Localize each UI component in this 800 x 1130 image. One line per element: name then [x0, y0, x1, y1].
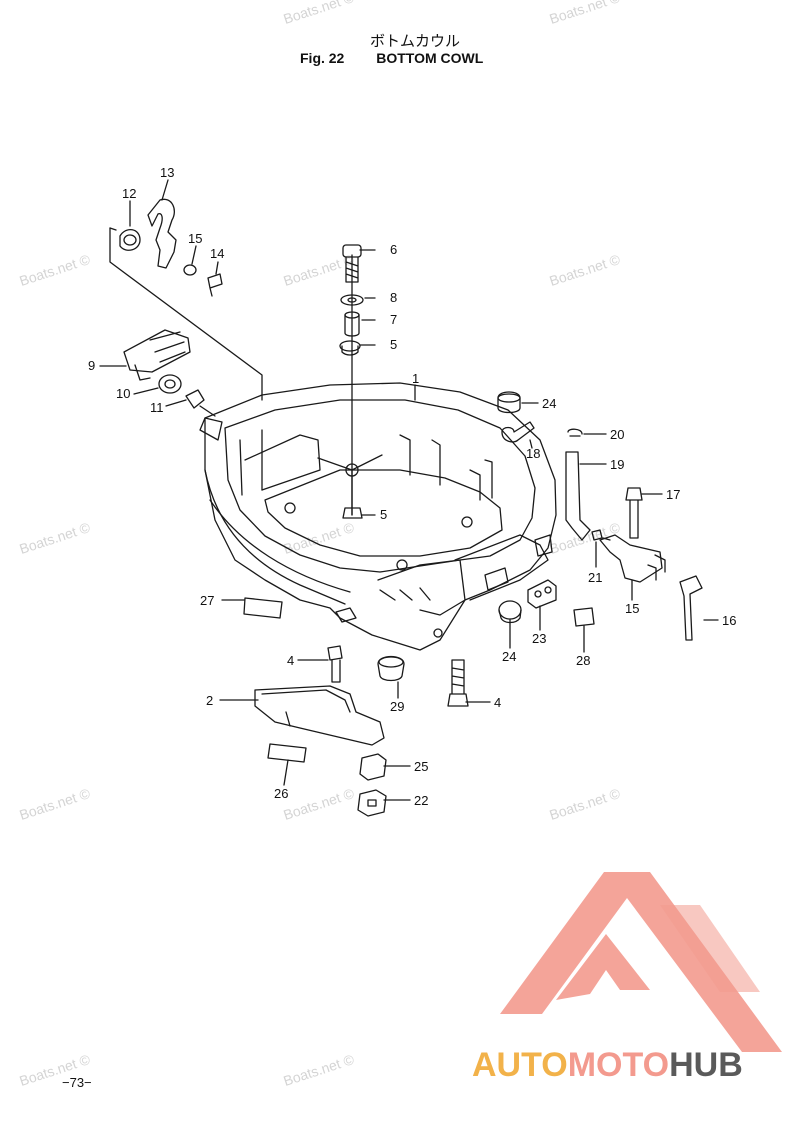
callout-label: 25: [414, 759, 428, 774]
callout-label: 29: [390, 699, 404, 714]
callout-label: 12: [122, 186, 136, 201]
callout-label: 17: [666, 487, 680, 502]
callout-label: 11: [150, 400, 164, 415]
leader-lines: [99, 179, 719, 801]
latch-hook-assembly: [109, 198, 263, 401]
callout-label: 6: [390, 242, 397, 257]
callout-label: 28: [576, 653, 590, 668]
callout-label: 24: [502, 649, 516, 664]
brand-part-auto: AUTO: [472, 1046, 568, 1084]
figure-name: BOTTOM COWL: [376, 50, 484, 66]
callout-label: 18: [526, 446, 540, 461]
callout-label: 24: [542, 396, 556, 411]
callout-label: 13: [160, 165, 174, 180]
brand-part-moto: MOTO: [567, 1046, 670, 1084]
grommet-collar-bolt-stack: [339, 244, 364, 519]
callout-label: 4: [287, 653, 294, 668]
figure-title: Fig. 22 BOTTOM COWL: [300, 50, 483, 66]
callout-label: 21: [588, 570, 602, 585]
callout-label: 16: [722, 613, 736, 628]
callout-label: 5: [380, 507, 387, 522]
title-japanese: ボトムカウル: [369, 33, 460, 50]
callout-label: 7: [390, 312, 397, 327]
callout-label: 19: [610, 457, 624, 472]
bottom-parts: [243, 579, 595, 817]
callout-label: 26: [274, 786, 288, 801]
page-number: −73−: [62, 1075, 92, 1090]
callout-label: 14: [210, 246, 224, 261]
brand-logo-text: AUTOMOTOHUB: [472, 1046, 743, 1085]
callout-label: 9: [88, 358, 95, 373]
callout-label: 8: [390, 290, 397, 305]
lever-assembly: [123, 329, 216, 417]
callout-label: 23: [532, 631, 546, 646]
callout-label: 5: [390, 337, 397, 352]
callout-labels: 6 8 7 5 5 1 9 10 11 12 13 15 14 24 18 20…: [88, 165, 736, 808]
callout-label: 22: [414, 793, 428, 808]
callout-label: 15: [188, 231, 202, 246]
bottom-cowl-part: [199, 382, 557, 651]
callout-label: 2: [206, 693, 213, 708]
right-side-parts: [497, 391, 703, 641]
brand-part-hub: HUB: [669, 1046, 743, 1084]
callout-label: 27: [200, 593, 214, 608]
callout-label: 15: [625, 601, 639, 616]
brand-logo-mark: [500, 872, 782, 1052]
figure-number: Fig. 22: [300, 50, 345, 66]
callout-label: 10: [116, 386, 130, 401]
callout-label: 1: [412, 371, 419, 386]
callout-label: 20: [610, 427, 624, 442]
callout-label: 4: [494, 695, 501, 710]
